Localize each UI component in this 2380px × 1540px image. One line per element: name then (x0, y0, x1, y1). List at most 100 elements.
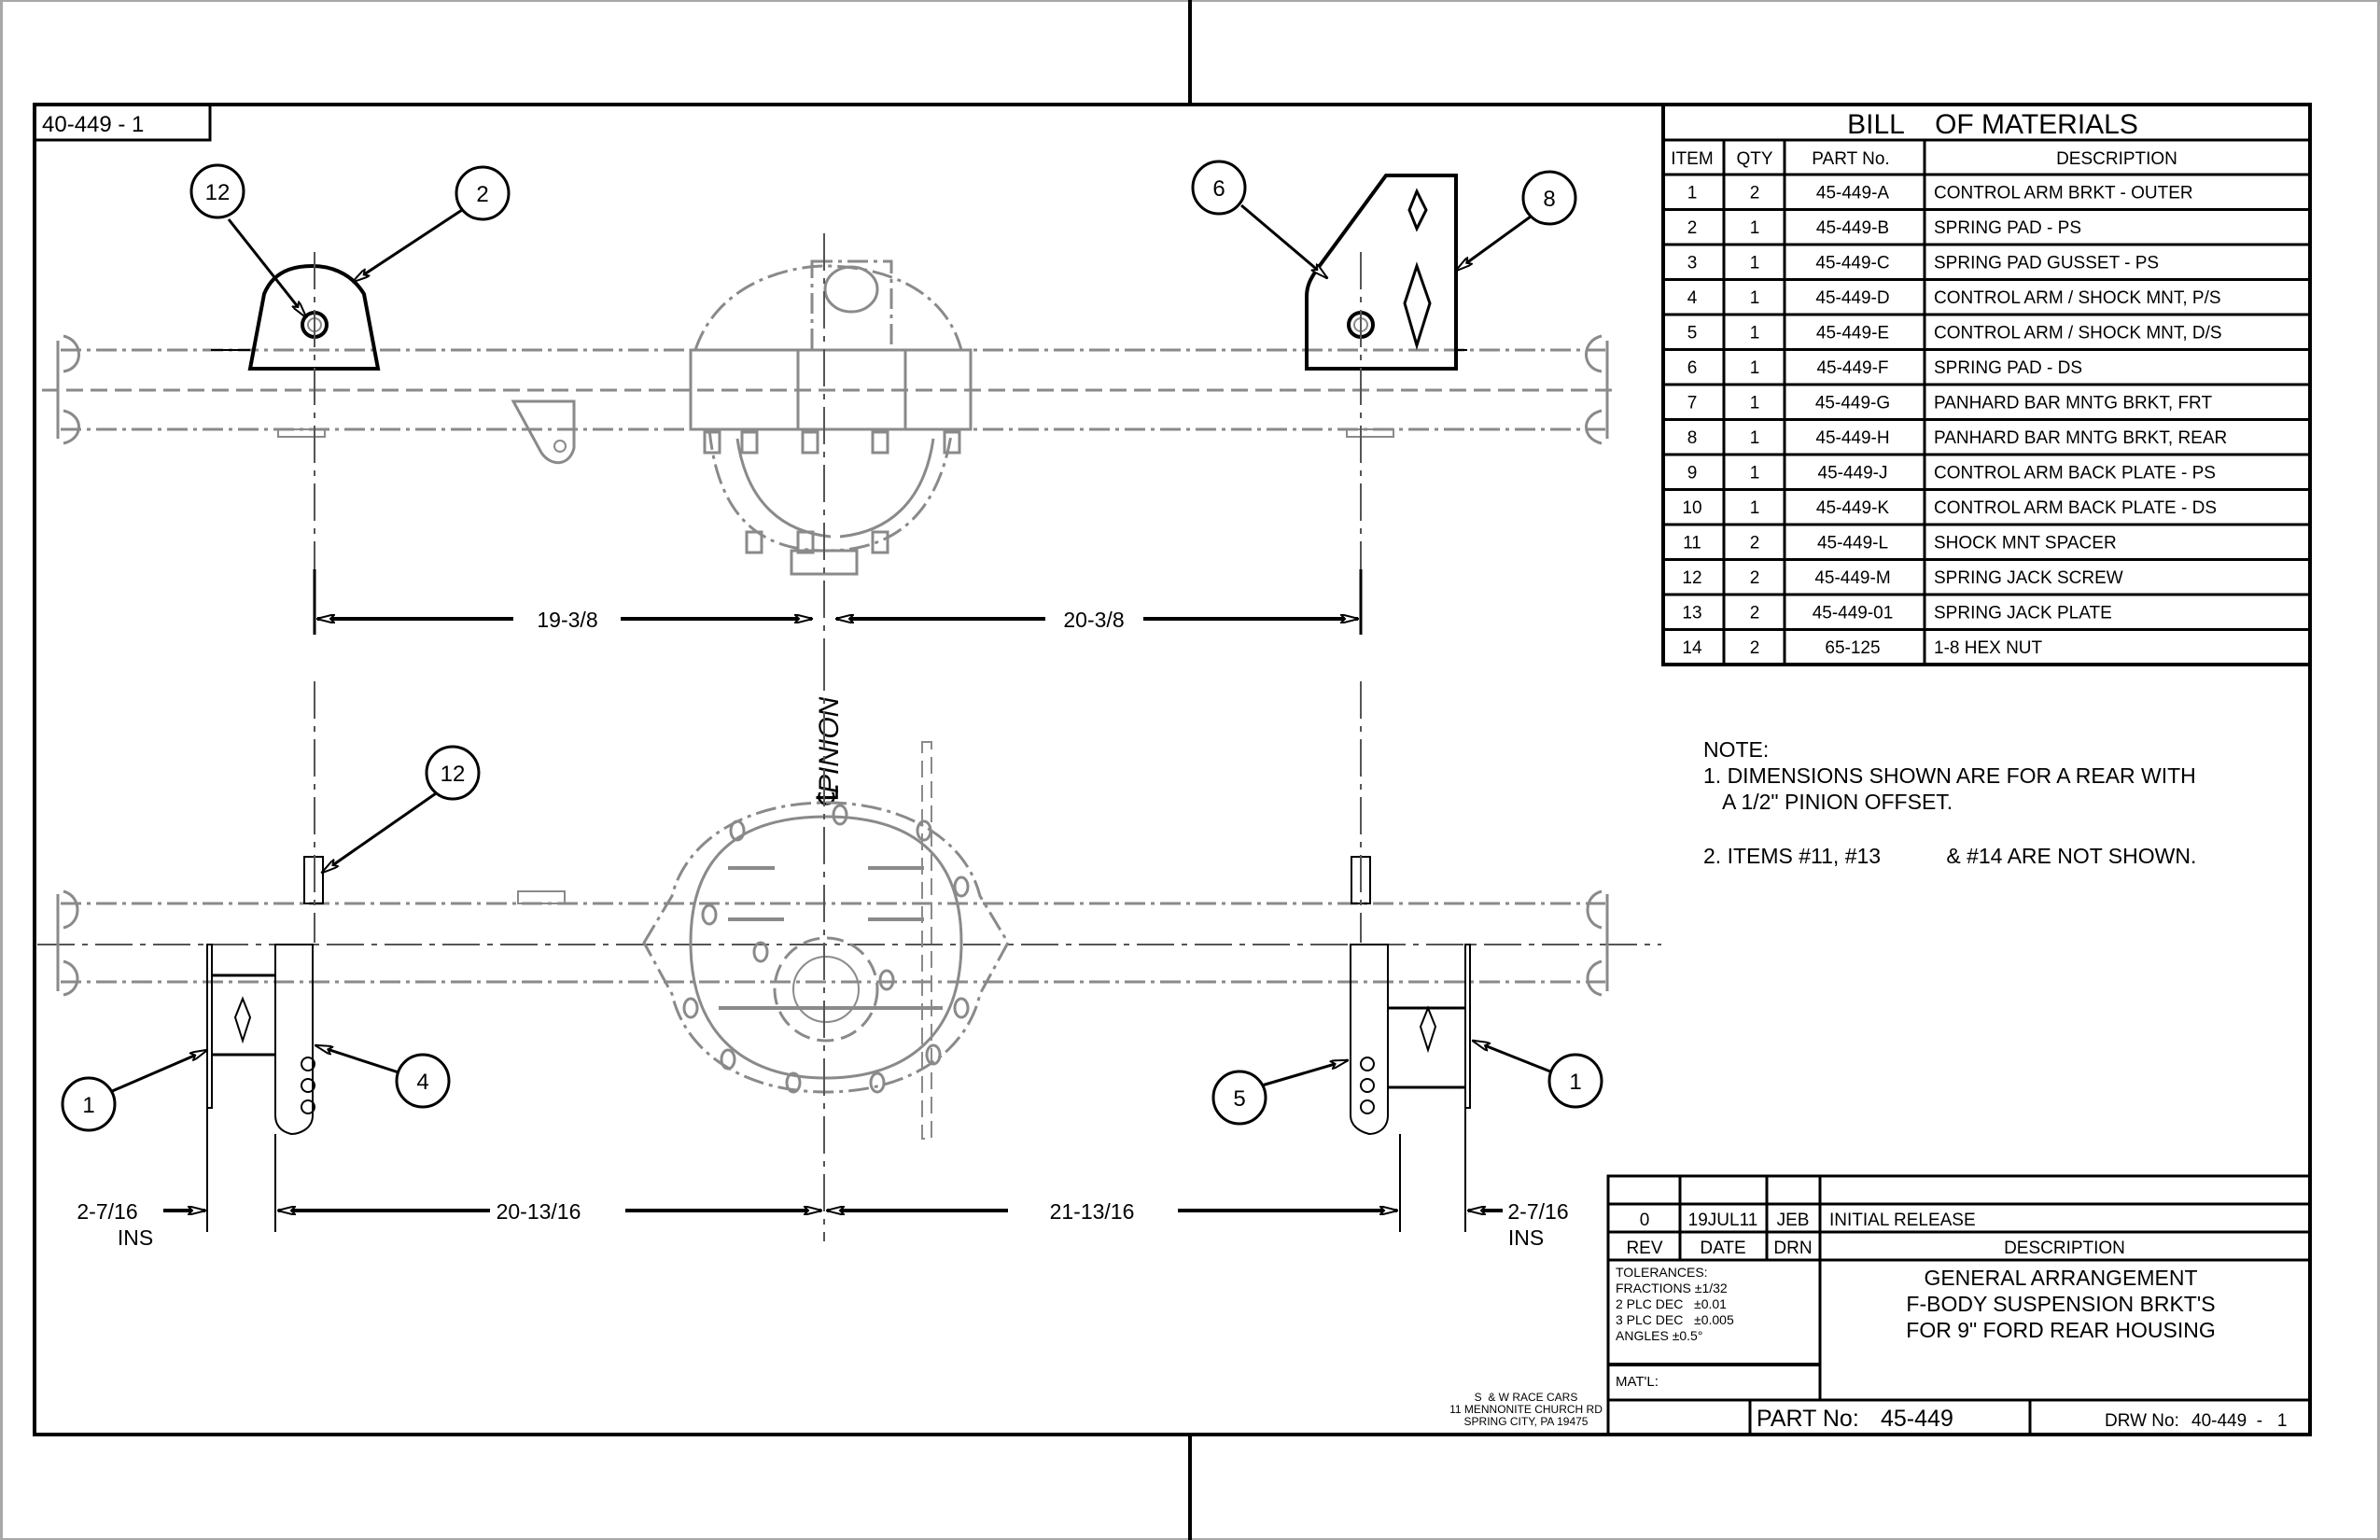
svg-text:8: 8 (1543, 187, 1555, 212)
bom-row: 9 1 45-449-J CONTROL ARM BACK PLATE - PS (1663, 464, 2310, 491)
bom-cell-desc: SPRING PAD GUSSET - PS (1934, 254, 2159, 273)
bom-cell-item: 11 (1683, 534, 1701, 553)
bom-cell-item: 6 (1687, 358, 1698, 378)
company-name: S & W RACE CARS (1475, 1391, 1578, 1404)
drw-no-label: DRW No: (2105, 1411, 2179, 1431)
bom-cell-item: 9 (1687, 464, 1698, 483)
bom-cell-desc: CONTROL ARM BRKT - OUTER (1934, 184, 2193, 203)
bom-cell-part: 45-449-C (1815, 254, 1889, 273)
bom-cell-item: 14 (1682, 638, 1702, 658)
bom-cell-qty: 2 (1750, 534, 1760, 553)
bom-cell-item: 10 (1682, 498, 1701, 518)
dimension-row-top: 19-3/8 20-3/8 (313, 569, 1363, 635)
dim-20-13-16: 20-13/16 (497, 1199, 581, 1224)
bom-cell-qty: 1 (1750, 218, 1760, 238)
page-edge-left (0, 0, 3, 1540)
bom-cell-desc: PANHARD BAR MNTG BRKT, FRT (1934, 394, 2212, 413)
bom-cell-part: 45-449-H (1815, 428, 1889, 448)
bom-header-part: PART No. (1812, 149, 1889, 169)
drawing-border (33, 103, 2312, 1436)
bom-cell-qty: 1 (1750, 428, 1760, 448)
balloon-8-top: 8 (1456, 170, 1577, 271)
dim-20-3-8: 20-3/8 (1063, 608, 1124, 632)
dim-21-13-16: 21-13/16 (1050, 1199, 1135, 1224)
part-no-value: 45-449 (1881, 1406, 1953, 1432)
title-block: 0 19JUL11 JEB INITIAL RELEASE REV DATE D… (1606, 1174, 2312, 1436)
bom-cell-part: 45-449-01 (1813, 604, 1894, 623)
notes: NOTE: 1. DIMENSIONS SHOWN ARE FOR A REAR… (1703, 737, 2196, 868)
bom-cell-desc: PANHARD BAR MNTG BRKT, REAR (1934, 428, 2227, 448)
bom-row: 2 1 45-449-B SPRING PAD - PS (1663, 218, 2310, 246)
pinion-centerline-label: PINION (814, 696, 845, 793)
drn-header: DRN (1773, 1239, 1812, 1258)
rev-value: 0 (1640, 1211, 1650, 1230)
bom-cell-desc: CONTROL ARM BACK PLATE - PS (1934, 464, 2216, 483)
bom-cell-part: 45-449-J (1818, 464, 1888, 483)
balloon-5-bottom: 5 (1211, 1058, 1348, 1126)
bom-cell-part: 45-449-M (1814, 568, 1890, 588)
ins-label-right: INS (1508, 1225, 1544, 1250)
bom-cell-item: 7 (1687, 394, 1698, 413)
bom-cell-item: 8 (1687, 428, 1698, 448)
bom-cell-qty: 1 (1750, 324, 1760, 343)
bom-cell-desc: CONTROL ARM BACK PLATE - DS (1934, 498, 2217, 518)
drw-no-value: 40-449 - 1 (2191, 1411, 2287, 1431)
bill-of-materials: BILL OF MATERIALS ITEM QTY PART No. DESC… (1661, 103, 2312, 666)
svg-text:12: 12 (441, 762, 466, 787)
balloon-12-bottom: 12 (322, 745, 481, 873)
bom-cell-item: 2 (1687, 218, 1698, 238)
balloon-12-top: 12 (189, 163, 306, 317)
bom-cell-item: 5 (1687, 324, 1698, 343)
rev-description: INITIAL RELEASE (1829, 1211, 1976, 1230)
bom-cell-desc: SPRING JACK PLATE (1934, 604, 2112, 623)
bom-cell-desc: SPRING JACK SCREW (1934, 568, 2123, 588)
balloon-4-bottom: 4 (315, 1043, 451, 1109)
corner-label: 40-449 - 1 (42, 112, 144, 137)
bom-cell-qty: 1 (1750, 464, 1760, 483)
bom-cell-desc: 1-8 HEX NUT (1934, 638, 2043, 658)
dimension-row-bottom: 2-7/16 INS 20-13/16 21-13/16 2-7/16 INS (77, 1199, 1568, 1250)
description-header: DESCRIPTION (2004, 1239, 2125, 1258)
bom-row: 7 1 45-449-G PANHARD BAR MNTG BRKT, FRT (1663, 394, 2310, 421)
bom-cell-part: 45-449-B (1816, 218, 1889, 238)
drawing-title-1: GENERAL ARRANGEMENT (1924, 1266, 2197, 1290)
bom-cell-item: 12 (1682, 568, 1701, 588)
drawing-title-3: FOR 9" FORD REAR HOUSING (1906, 1318, 2215, 1342)
bom-cell-qty: 1 (1750, 498, 1760, 518)
bom-header-item: ITEM (1671, 149, 1713, 169)
bom-cell-item: 4 (1687, 288, 1698, 308)
bom-cell-qty: 2 (1750, 568, 1760, 588)
bom-cell-part: 45-449-L (1817, 534, 1888, 553)
bom-row: 8 1 45-449-H PANHARD BAR MNTG BRKT, REAR (1663, 428, 2310, 456)
note-2: 2. ITEMS #11, #13 & #14 ARE NOT SHOWN. (1703, 844, 2196, 868)
bom-cell-part: 45-449-E (1816, 324, 1889, 343)
balloon-1-bottom-left: 1 (61, 1050, 207, 1132)
notes-heading: NOTE: (1703, 737, 1769, 762)
bom-cell-part: 45-449-G (1815, 394, 1890, 413)
page-edge-right (2377, 0, 2380, 1540)
bom-cell-item: 3 (1687, 254, 1698, 273)
bom-cell-desc: SPRING PAD - PS (1934, 218, 2081, 238)
svg-text:2: 2 (476, 182, 488, 207)
bom-cell-qty: 1 (1750, 358, 1760, 378)
svg-text:12: 12 (205, 180, 231, 205)
corner-label-box: 40-449 - 1 (33, 103, 212, 142)
bom-cell-qty: 2 (1750, 604, 1760, 623)
bom-cell-item: 13 (1682, 604, 1701, 623)
balloon-2-top: 2 (353, 165, 511, 282)
svg-text:4: 4 (416, 1070, 428, 1095)
tolerance-2plc: 2 PLC DEC ±0.01 (1616, 1296, 1727, 1311)
bom-row: 13 2 45-449-01 SPRING JACK PLATE (1663, 604, 2310, 631)
part-no-label: PART No: (1757, 1406, 1859, 1432)
svg-text:1: 1 (82, 1093, 94, 1118)
note-1: 1. DIMENSIONS SHOWN ARE FOR A REAR WITH (1703, 763, 2196, 788)
tolerance-fractions: FRACTIONS ±1/32 (1616, 1281, 1728, 1295)
bom-cell-qty: 1 (1750, 394, 1760, 413)
